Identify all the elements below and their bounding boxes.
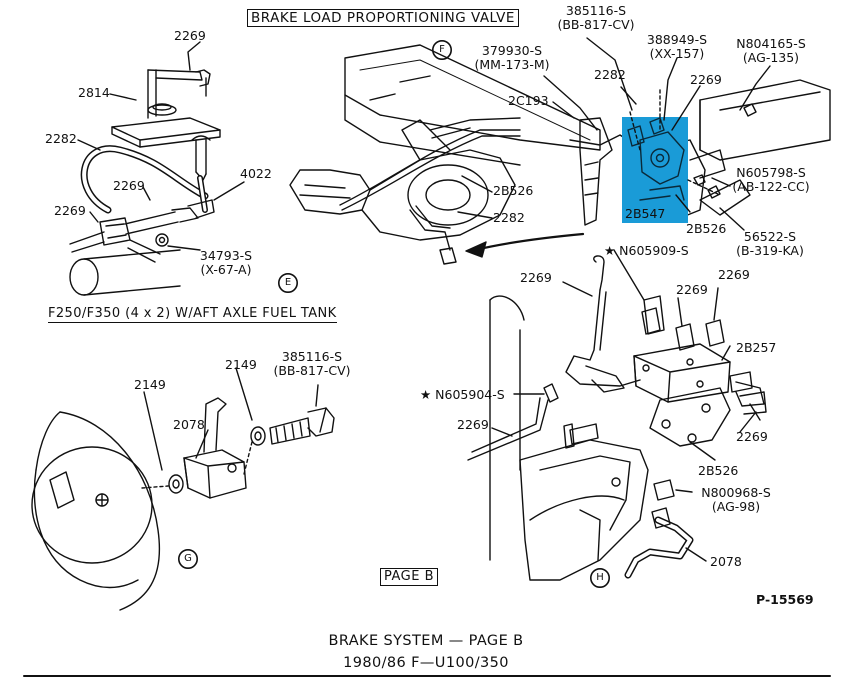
label-2269-h3: 2269 — [676, 282, 708, 297]
part-number: N804165-S — [736, 36, 806, 51]
part-number: 34793-S — [199, 248, 253, 263]
label-385116-s-f: 385116-S (BB-817-CV) — [556, 4, 636, 32]
fuel-tank-caption: F250/F350 (4 x 2) W/AFT AXLE FUEL TANK — [48, 306, 337, 323]
label-2b547: 2B547 — [625, 206, 666, 221]
label-2269-h1: 2269 — [520, 270, 552, 285]
valve-title: BRAKE LOAD PROPORTIONING VALVE — [247, 9, 519, 27]
page-box: PAGE B — [380, 568, 439, 586]
view-h-artwork — [467, 249, 767, 588]
label-2269-h5: 2269 — [736, 429, 768, 444]
view-marker-g: G — [178, 549, 198, 569]
label-2282-f2: 2282 — [493, 210, 525, 225]
caption-line-1: BRAKE SYSTEM — PAGE B — [328, 633, 524, 649]
view-g-artwork — [31, 367, 335, 611]
part-number: 388949-S — [646, 32, 708, 47]
part-code: (AG-98) — [711, 499, 761, 514]
label-2269-e-low: 2269 — [54, 203, 86, 218]
part-number: 56522-S — [743, 229, 797, 244]
label-2269-f: 2269 — [690, 72, 722, 87]
label-2269-h4: 2269 — [457, 417, 489, 432]
label-2078-g: 2078 — [173, 417, 205, 432]
label-2269-h2: 2269 — [718, 267, 750, 282]
part-code: (XX-157) — [649, 46, 705, 61]
part-number: 385116-S — [565, 3, 627, 18]
label-56522-s: 56522-S (B-319-KA) — [730, 230, 810, 258]
view-marker-h: H — [590, 568, 610, 588]
label-2149-a: 2149 — [134, 377, 166, 392]
view-marker-f: F — [432, 40, 452, 60]
label-379930-s: 379930-S (MM-173-M) — [470, 44, 554, 72]
label-2b257: 2B257 — [736, 340, 777, 355]
label-2269-e-top: 2269 — [174, 28, 206, 43]
figure-number: P-15569 — [756, 592, 814, 607]
part-code: (BB-817-CV) — [557, 17, 635, 32]
label-2b526-h: 2B526 — [698, 463, 739, 478]
label-34793-s: 34793-S (X-67-A) — [195, 249, 257, 277]
label-n605909-s: ★ N605909-S — [604, 243, 689, 258]
label-2814: 2814 — [78, 85, 110, 100]
label-n605904-s: ★ N605904-S — [420, 387, 505, 402]
label-2282-e: 2282 — [45, 131, 77, 146]
view-marker-e: E — [278, 273, 298, 293]
label-2282-f: 2282 — [594, 67, 626, 82]
view-e-artwork — [69, 41, 298, 296]
part-code: (AG-135) — [742, 50, 800, 65]
part-number: N800968-S — [701, 485, 771, 500]
part-number: 379930-S — [481, 43, 543, 58]
view-f-artwork — [289, 37, 831, 265]
part-code: (X-67-A) — [200, 262, 252, 277]
part-code: (BB-817-CV) — [273, 363, 351, 378]
label-2c193: 2C193 — [508, 93, 549, 108]
label-n800968-s: N800968-S (AG-98) — [696, 486, 776, 514]
part-code: (MM-173-M) — [474, 57, 550, 72]
label-385116-s-g: 385116-S (BB-817-CV) — [270, 350, 354, 378]
label-2b526-f2: 2B526 — [686, 221, 727, 236]
label-2269-e-mid: 2269 — [113, 178, 145, 193]
label-4022: 4022 — [240, 166, 272, 181]
part-code: (AB-122-CC) — [732, 179, 810, 194]
label-388949-s: 388949-S (XX-157) — [641, 33, 713, 61]
label-2078-h: 2078 — [710, 554, 742, 569]
label-2b526-f1: 2B526 — [493, 183, 534, 198]
part-number: N605798-S — [736, 165, 806, 180]
label-n804165-s: N804165-S (AG-135) — [732, 37, 810, 65]
label-2149-b: 2149 — [225, 357, 257, 372]
part-code: (B-319-KA) — [736, 243, 804, 258]
caption-line-2: 1980/86 F—U100/350 — [343, 655, 509, 671]
label-n605798-s: N605798-S (AB-122-CC) — [728, 166, 814, 194]
part-number: 385116-S — [281, 349, 343, 364]
